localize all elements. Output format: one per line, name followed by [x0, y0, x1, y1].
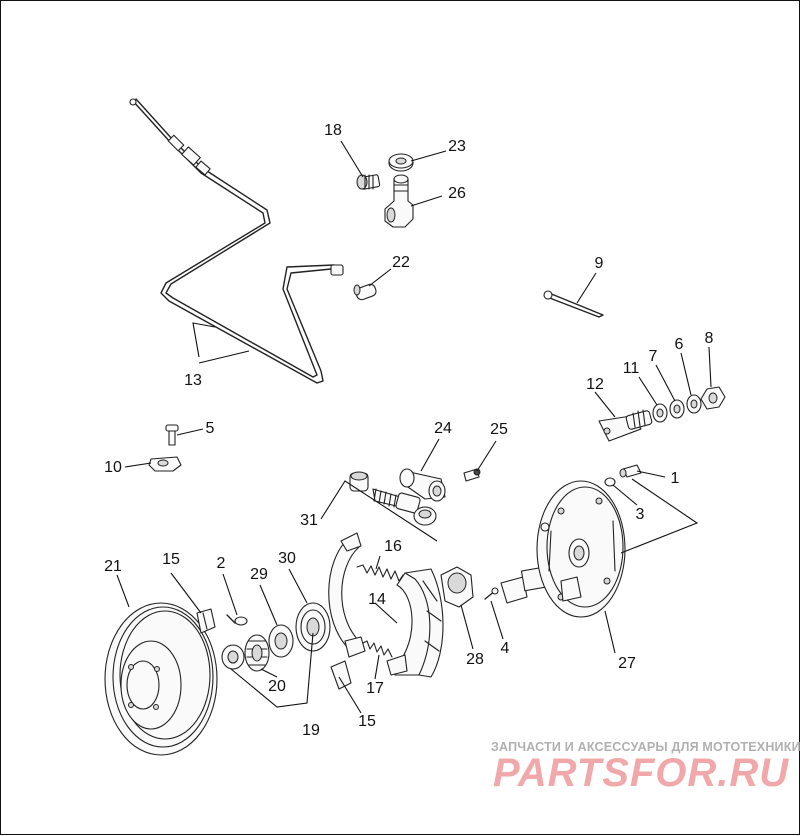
callout-28: 28 [466, 651, 484, 668]
washer-11 [652, 403, 668, 423]
clamp-10 [148, 456, 182, 472]
nut-23 [388, 153, 414, 172]
washer-6 [686, 394, 702, 414]
bleeder-25 [463, 468, 481, 482]
bearing-30 [295, 602, 331, 652]
callout-23: 23 [448, 138, 466, 155]
callout-18: 18 [324, 122, 342, 139]
bolt-18 [356, 174, 381, 190]
callout-25: 25 [490, 421, 508, 438]
brake-line-13 [129, 98, 344, 384]
fitting-22 [353, 283, 377, 301]
bearing-20 [244, 634, 270, 672]
callout-5: 5 [206, 420, 215, 437]
callout-labels: 1 2 3 4 5 6 7 8 9 10 11 12 13 14 15 15 1… [104, 122, 713, 739]
callout-3: 3 [636, 506, 645, 523]
bolt-2 [226, 614, 248, 626]
callout-21: 21 [104, 558, 122, 575]
brake-drum-21 [104, 602, 218, 756]
washer-7 [669, 399, 685, 419]
nut-28 [440, 566, 474, 608]
callout-29: 29 [250, 566, 268, 583]
plug-15-upper [196, 608, 216, 634]
callout-15-upper: 15 [162, 551, 180, 568]
callout-31: 31 [300, 512, 318, 529]
brake-shoe-right [386, 568, 444, 678]
cotter-pin-9 [543, 290, 604, 318]
spring-17 [362, 640, 393, 658]
callout-19: 19 [302, 722, 320, 739]
nut-8 [700, 386, 726, 410]
callout-17: 17 [366, 680, 384, 697]
callout-10: 10 [104, 459, 122, 476]
screw-4 [484, 587, 499, 600]
callout-30: 30 [278, 550, 296, 567]
callout-26: 26 [448, 185, 466, 202]
watermark-caption: ЗАПЧАСТИ И АКСЕССУАРЫ ДЛЯ МОТОТЕХНИКИ [491, 740, 800, 754]
bolt-1 [619, 464, 642, 478]
brake-shoe-left [328, 532, 366, 658]
callout-8: 8 [705, 330, 714, 347]
washer-3 [604, 477, 616, 487]
t-fitting-26 [384, 174, 414, 228]
wheel-cylinder-24 [399, 468, 446, 502]
cam-lever-12 [598, 409, 653, 442]
callout-6: 6 [675, 336, 684, 353]
callout-7: 7 [649, 348, 658, 365]
seal-19 [221, 644, 245, 670]
backing-plate-27 [536, 480, 626, 618]
callout-14: 14 [368, 591, 386, 608]
callout-1: 1 [671, 470, 680, 487]
callout-13: 13 [184, 372, 202, 389]
bolt-5 [165, 424, 179, 446]
piston-parts-31 [349, 471, 437, 526]
callout-11: 11 [623, 360, 640, 377]
callout-22: 22 [392, 254, 410, 271]
callout-12: 12 [586, 376, 604, 393]
callout-4: 4 [501, 640, 510, 657]
callout-16: 16 [384, 538, 402, 555]
callout-27: 27 [618, 655, 636, 672]
callout-15-lower: 15 [358, 713, 376, 730]
spring-16 [356, 564, 404, 582]
callout-2: 2 [217, 555, 226, 572]
callout-20: 20 [268, 678, 286, 695]
clip-15-lower [330, 660, 352, 690]
callout-9: 9 [595, 255, 604, 272]
spacer-29 [268, 624, 294, 658]
watermark-logo: PARTSFOR.RU [493, 751, 790, 795]
callout-24: 24 [434, 420, 452, 437]
leader-lines [116, 140, 712, 714]
